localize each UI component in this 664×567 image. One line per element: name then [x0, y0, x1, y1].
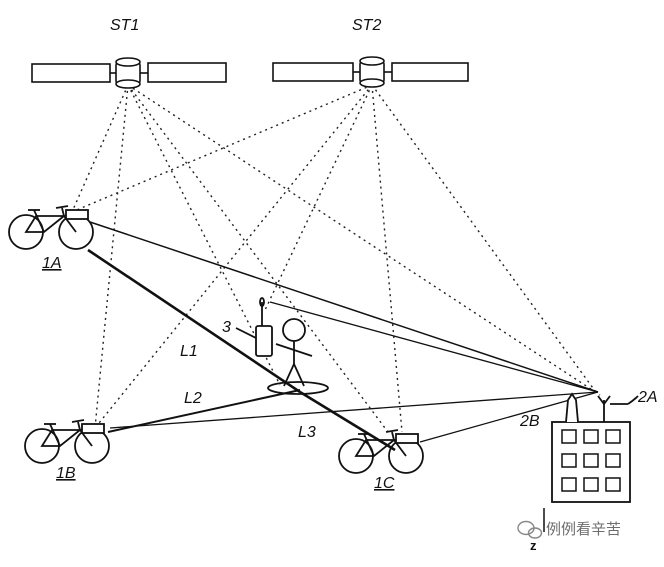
- z-label: z: [530, 538, 537, 553]
- satellite-st2: [272, 56, 469, 88]
- antenna-label: 2A: [637, 389, 658, 406]
- building-label: 2B: [519, 413, 540, 430]
- bike-gps-unit: [65, 209, 89, 220]
- roof-spire: [565, 392, 579, 423]
- link-3-label: L3: [298, 424, 316, 441]
- antenna-icon: [597, 395, 611, 406]
- person-label: 3: [222, 319, 231, 336]
- handheld-device: [255, 325, 273, 357]
- ground-ellipse: [267, 381, 329, 395]
- link-2-label: L2: [184, 390, 202, 407]
- solar-panel-left: [272, 62, 354, 82]
- person-with-device: [235, 297, 329, 395]
- wechat-icon: [517, 520, 543, 539]
- signal-st1-1a: [71, 84, 129, 213]
- bicycle-1c: [338, 429, 424, 474]
- signal-st2-2a: [371, 84, 599, 396]
- solar-panel-right: [147, 62, 227, 83]
- link-1b-2a: [109, 391, 599, 429]
- solid-links: [87, 221, 599, 452]
- signal-st2-1b: [94, 84, 373, 429]
- satellite-1-label: ST1: [110, 17, 139, 34]
- watermark-text: 例例看辛苦: [546, 520, 621, 538]
- signal-st1-1c: [127, 84, 389, 433]
- bicycle-1b: [24, 419, 110, 464]
- link-1a-2a: [89, 221, 599, 393]
- signal-st2-1c: [371, 84, 403, 433]
- satellite-signal-lines: [71, 84, 601, 433]
- signal-st1-3: [127, 84, 281, 386]
- link-l1-line: [87, 248, 301, 394]
- watermark: 例例看辛苦: [517, 520, 621, 539]
- person-head: [282, 318, 306, 342]
- bike-gps-unit: [81, 423, 105, 434]
- bike-gps-unit: [395, 433, 419, 444]
- link-l2-line: [107, 389, 301, 433]
- signal-st1-2a: [127, 84, 601, 396]
- bicycle-1a: [8, 205, 94, 250]
- bicycle-1b-label: 1B: [56, 465, 76, 482]
- base-station-building: [551, 392, 639, 503]
- link-1-label: L1: [180, 343, 198, 360]
- signal-st2-1a: [71, 84, 373, 213]
- solar-panel-right: [391, 62, 469, 82]
- bicycle-1c-label: 1C: [374, 475, 395, 492]
- solar-panel-left: [31, 63, 111, 83]
- bicycle-1a-label: 1A: [42, 255, 62, 272]
- satellite-st1: [31, 57, 227, 89]
- satellite-2-label: ST2: [352, 17, 381, 34]
- building-body: [551, 421, 631, 503]
- link-3-2a: [269, 301, 599, 393]
